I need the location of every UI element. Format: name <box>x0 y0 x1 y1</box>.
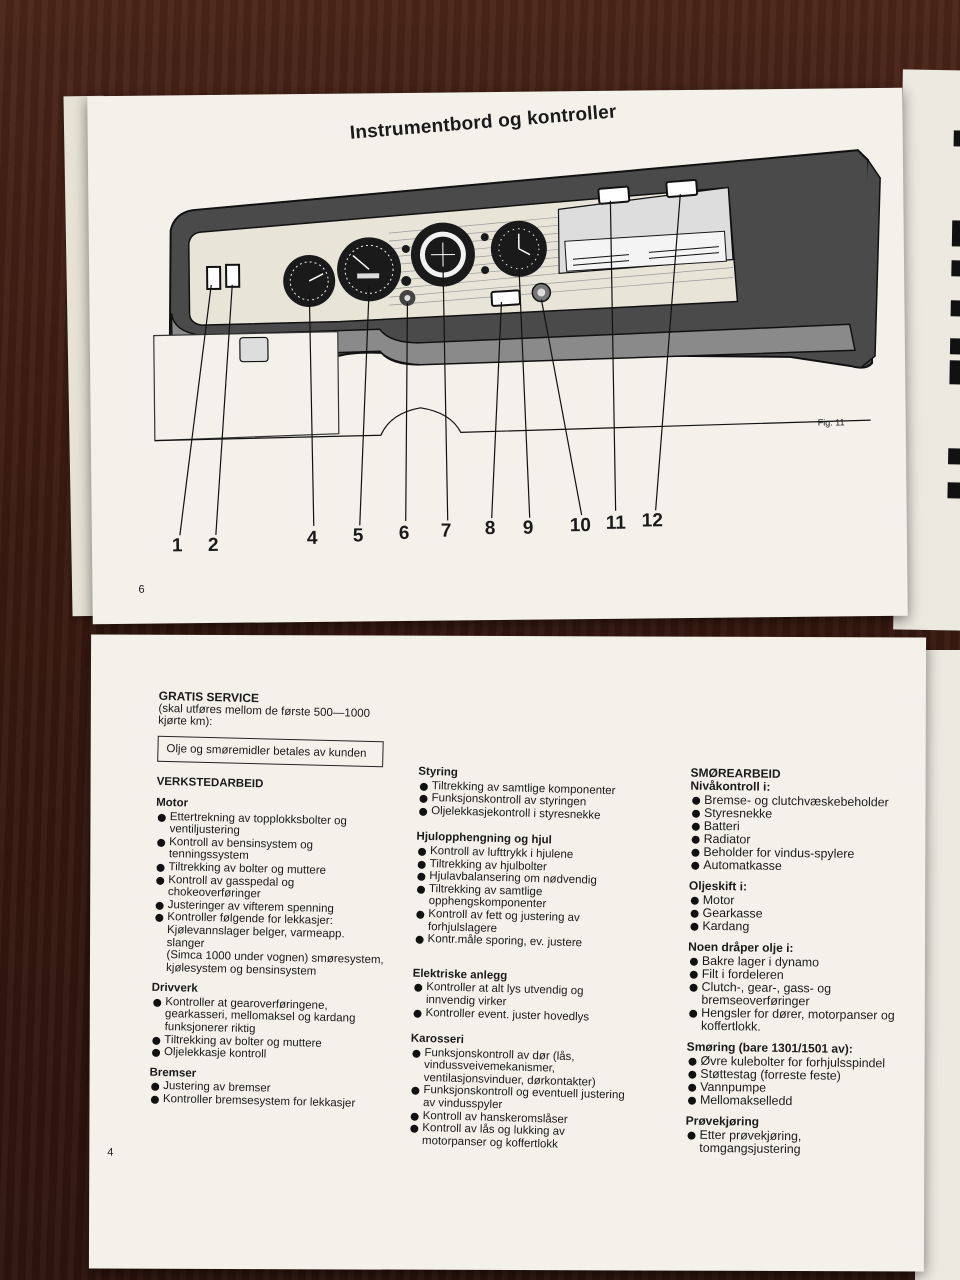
dashboard-illustration <box>153 149 881 536</box>
callout-11: 11 <box>605 512 626 534</box>
page-number: 4 <box>107 1146 114 1159</box>
figure-label: Fig. 11 <box>817 417 845 428</box>
dashboard-right-edge <box>859 159 881 369</box>
callout-10: 10 <box>569 515 592 537</box>
middle-column: Styring Tiltrekking av samtlige komponen… <box>408 758 641 1153</box>
panel-edge <box>379 350 421 366</box>
list-item: Mellomakselledd <box>686 1093 906 1110</box>
clock-9 <box>490 220 547 277</box>
list-item: Hengsler for dører, motorpanser og koffe… <box>687 1006 907 1036</box>
glovebox <box>153 331 340 442</box>
workshop-heading: VERKSTEDARBEID <box>156 776 264 791</box>
bullet-list: Kontroller at gearoverføringene, gearkas… <box>150 996 383 1065</box>
list-item: Automatkasse <box>689 858 909 875</box>
switch-1 <box>206 265 222 291</box>
bullet-list: Etter prøvekjøring, tomgangsjustering <box>685 1128 905 1158</box>
section-subheading: (skal utføres mellom de første 500—1000 … <box>158 702 371 729</box>
list-item: Kardang <box>688 919 908 936</box>
bullet-list: Kontroll av lufttrykk i hjulene Tiltrekk… <box>413 845 638 952</box>
manual-page-instrument-panel: Instrumentbord og kontroller <box>87 87 908 625</box>
indicator-lamp <box>480 233 489 242</box>
bullet-list: Ettertrekning av topplokksbolter og vent… <box>153 810 388 954</box>
bullet-list: Justering av bremser Kontroller bremsesy… <box>149 1080 382 1111</box>
page-number: 6 <box>138 583 145 596</box>
list-item: Etter prøvekjøring, tomgangsjustering <box>685 1128 905 1158</box>
bullet-list: Øvre kulebolter for forhjulsspindel Støt… <box>686 1054 907 1110</box>
switch-2 <box>225 263 241 288</box>
callout-4: 4 <box>306 527 318 550</box>
callout-6: 6 <box>398 522 410 545</box>
dashboard-lower-edge <box>154 407 871 442</box>
callout-1: 1 <box>171 535 183 557</box>
callout-2: 2 <box>207 534 219 557</box>
callout-7: 7 <box>440 520 452 542</box>
bullet-list: Tiltrekking av samtlige komponenter Funk… <box>417 779 640 823</box>
callout-5: 5 <box>352 525 364 547</box>
glovebox-lock <box>239 336 269 363</box>
manual-page-free-service: GRATIS SERVICE (skal utføres mellom de f… <box>88 634 927 1272</box>
list-item: Kontroller følgende for lekkasjer: Kjøle… <box>153 911 386 954</box>
callout-9: 9 <box>522 517 534 539</box>
callout-12: 12 <box>641 510 663 532</box>
warning-light-6 <box>399 289 416 306</box>
boxed-note: Olje og smøremidler betales av kunden <box>157 735 384 768</box>
bullet-list: Bremse- og clutchvæskebeholder Styresnek… <box>689 793 910 875</box>
callout-lines <box>179 194 681 536</box>
gauge-4 <box>283 254 336 307</box>
indicator-lamp <box>401 275 412 286</box>
right-column: SMØREARBEID Nivåkontroll i: Bremse- og c… <box>685 766 910 1158</box>
gauge-5 <box>337 237 402 302</box>
bullet-list: Motor Gearkasse Kardang <box>688 893 909 936</box>
indicator-lamp <box>401 244 410 253</box>
heater-slider-panel <box>564 230 727 272</box>
indicator-lamp <box>481 266 490 275</box>
bullet-list: Funksjonskontroll av dør (lås, vindussve… <box>408 1046 633 1153</box>
gauge-7 <box>410 222 475 287</box>
list-item: Funksjonskontroll av dør (lås, vindussve… <box>410 1046 633 1090</box>
list-item: Kontroll av lås og lukking av motorpanse… <box>408 1122 631 1153</box>
switch-11 <box>597 185 631 205</box>
switch-12 <box>665 178 699 199</box>
bullet-list: Kontroller at alt lys utvendig og innven… <box>411 981 634 1025</box>
bullet-list: Bakre lager i dynamo Filt i fordeleren C… <box>687 954 908 1036</box>
switch-8 <box>490 289 522 307</box>
heater-sliders <box>572 246 719 266</box>
left-column: GRATIS SERVICE (skal utføres mellom de f… <box>149 689 391 1111</box>
ignition-lock-10 <box>531 282 552 303</box>
callout-8: 8 <box>484 518 496 540</box>
list-item: Kontroller at gearoverføringene, gearkas… <box>151 996 384 1039</box>
